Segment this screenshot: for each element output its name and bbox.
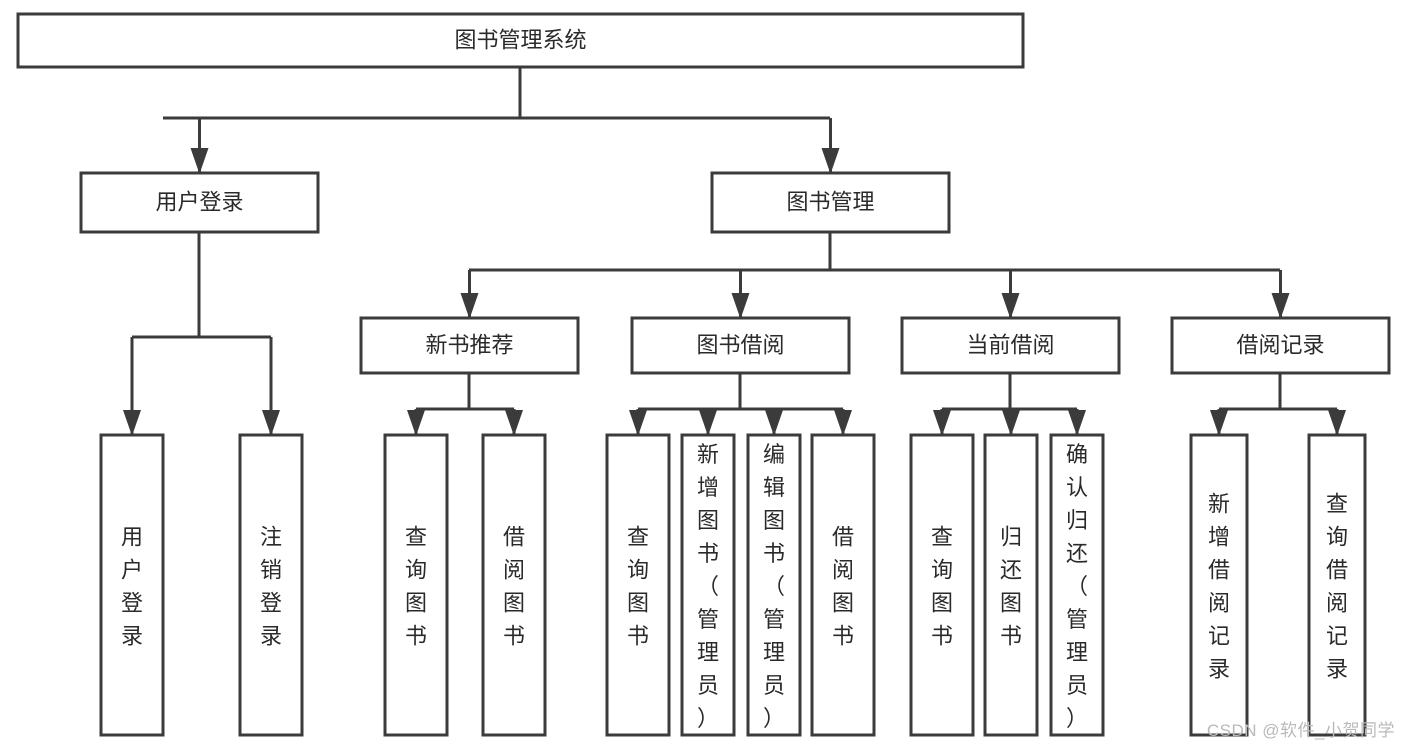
node-label-record: 借阅记录	[1236, 332, 1324, 357]
node-bookmgmt[interactable]: 图书管理	[710, 171, 951, 234]
node-leaf11[interactable]: 确认归还（管理员）	[1049, 433, 1105, 737]
node-box-leaf3[interactable]	[383, 433, 449, 737]
node-label-leaf1: 用户登录	[121, 525, 143, 649]
node-root[interactable]: 图书管理系统	[16, 12, 1025, 69]
node-box-root[interactable]	[16, 12, 1025, 69]
node-label-leaf11: 确认归还（管理员）	[1066, 442, 1088, 731]
node-label-borrow: 图书借阅	[696, 332, 784, 357]
node-label-login: 用户登录	[155, 189, 243, 214]
arrow-head-icon	[1002, 410, 1020, 436]
node-box-leaf11[interactable]	[1049, 433, 1105, 737]
node-label-leaf2: 注销登录	[260, 525, 282, 649]
node-box-newbook[interactable]	[359, 316, 580, 375]
node-label-leaf13: 查询借阅记录	[1326, 492, 1348, 682]
node-label-leaf9: 查询图书	[931, 525, 953, 649]
node-box-leaf6[interactable]	[680, 433, 736, 737]
node-leaf2[interactable]: 注销登录	[238, 433, 304, 737]
arrow-head-icon	[262, 410, 280, 436]
arrow-head-icon	[821, 148, 840, 174]
node-box-leaf2[interactable]	[238, 433, 304, 737]
node-label-leaf12: 新增借阅记录	[1208, 492, 1230, 682]
node-box-leaf8[interactable]	[810, 433, 876, 737]
node-label-leaf7: 编辑图书（管理员）	[763, 442, 785, 731]
node-box-leaf5[interactable]	[605, 433, 671, 737]
node-label-leaf3: 查询图书	[405, 525, 427, 649]
node-label-leaf10: 归还图书	[1000, 525, 1022, 649]
node-leaf13[interactable]: 查询借阅记录	[1307, 433, 1367, 737]
arrow-head-icon	[1001, 293, 1020, 319]
arrow-head-icon	[1271, 293, 1290, 319]
node-label-bookmgmt: 图书管理	[786, 189, 874, 214]
node-current[interactable]: 当前借阅	[900, 316, 1121, 375]
node-leaf1[interactable]: 用户登录	[99, 433, 165, 737]
node-leaf5[interactable]: 查询图书	[605, 433, 671, 737]
node-label-root: 图书管理系统	[454, 27, 586, 52]
node-leaf8[interactable]: 借阅图书	[810, 433, 876, 737]
node-box-current[interactable]	[900, 316, 1121, 375]
node-leaf3[interactable]: 查询图书	[383, 433, 449, 737]
node-record[interactable]: 借阅记录	[1170, 316, 1391, 375]
node-borrow[interactable]: 图书借阅	[630, 316, 851, 375]
node-box-login[interactable]	[79, 171, 320, 234]
node-box-leaf7[interactable]	[746, 433, 802, 737]
node-leaf9[interactable]: 查询图书	[909, 433, 975, 737]
arrow-head-icon	[629, 410, 647, 436]
node-box-leaf12[interactable]	[1189, 433, 1249, 737]
node-label-leaf5: 查询图书	[627, 525, 649, 649]
arrow-head-icon	[1068, 410, 1086, 436]
arrow-head-icon	[190, 148, 209, 174]
node-box-leaf1[interactable]	[99, 433, 165, 737]
node-box-leaf10[interactable]	[983, 433, 1039, 737]
arrow-head-icon	[123, 410, 141, 436]
nodes-layer: 图书管理系统用户登录图书管理新书推荐图书借阅当前借阅借阅记录用户登录注销登录查询…	[16, 12, 1391, 737]
arrow-head-icon	[505, 410, 523, 436]
arrow-head-icon	[731, 293, 750, 319]
arrow-head-icon	[765, 410, 783, 436]
arrow-head-icon	[699, 410, 717, 436]
arrow-head-icon	[460, 293, 479, 319]
connectors-layer	[123, 67, 1346, 436]
node-box-record[interactable]	[1170, 316, 1391, 375]
watermark-text: CSDN @软件_小贺同学	[1206, 721, 1395, 740]
node-label-leaf6: 新增图书（管理员）	[697, 442, 719, 731]
node-leaf6[interactable]: 新增图书（管理员）	[680, 433, 736, 737]
node-label-newbook: 新书推荐	[425, 332, 513, 357]
node-box-leaf9[interactable]	[909, 433, 975, 737]
arrow-head-icon	[834, 410, 852, 436]
node-leaf12[interactable]: 新增借阅记录	[1189, 433, 1249, 737]
node-login[interactable]: 用户登录	[79, 171, 320, 234]
arrow-head-icon	[407, 410, 425, 436]
node-label-leaf8: 借阅图书	[832, 525, 854, 649]
node-newbook[interactable]: 新书推荐	[359, 316, 580, 375]
node-label-current: 当前借阅	[966, 332, 1054, 357]
node-leaf4[interactable]: 借阅图书	[481, 433, 547, 737]
node-box-borrow[interactable]	[630, 316, 851, 375]
node-box-bookmgmt[interactable]	[710, 171, 951, 234]
node-box-leaf13[interactable]	[1307, 433, 1367, 737]
node-box-leaf4[interactable]	[481, 433, 547, 737]
arrow-head-icon	[1328, 410, 1346, 436]
arrow-head-icon	[933, 410, 951, 436]
node-leaf7[interactable]: 编辑图书（管理员）	[746, 433, 802, 737]
node-leaf10[interactable]: 归还图书	[983, 433, 1039, 737]
arrow-head-icon	[1210, 410, 1228, 436]
node-label-leaf4: 借阅图书	[503, 525, 525, 649]
